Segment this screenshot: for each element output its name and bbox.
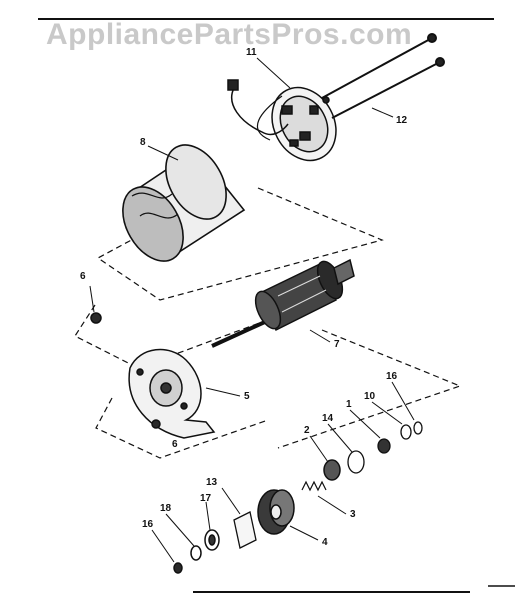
nut-part-16-lower — [173, 562, 183, 574]
callout-8: 8 — [140, 137, 146, 148]
nut-part-upper — [89, 285, 102, 324]
wire-lead-part — [227, 79, 289, 136]
through-bolts-part — [321, 33, 445, 119]
callout-17: 17 — [200, 493, 212, 504]
callout-14: 14 — [322, 413, 334, 424]
callout-3: 3 — [350, 509, 356, 520]
motor-housing-part — [122, 144, 246, 262]
callout-11: 11 — [246, 47, 257, 58]
nut-part-lower — [151, 419, 161, 429]
washer-part-18 — [190, 545, 202, 561]
spring-part — [301, 480, 327, 492]
callout-6-lower: 6 — [172, 439, 178, 450]
washer-part-16-upper — [413, 421, 423, 435]
callout-2: 2 — [304, 425, 310, 436]
callout-16-lower: 16 — [142, 519, 154, 530]
watermark-text: AppliancePartsPros.com — [46, 18, 413, 51]
armature-part — [211, 258, 355, 348]
callout-4: 4 — [322, 537, 328, 548]
brush-end-cap-part — [256, 86, 337, 162]
drive-end-plate-part — [128, 348, 216, 439]
callout-16-upper: 16 — [386, 371, 398, 382]
pinion-gear-part — [257, 489, 295, 535]
sleeve-part — [233, 511, 257, 549]
callout-12: 12 — [396, 115, 408, 126]
callout-10: 10 — [364, 391, 376, 402]
callout-1: 1 — [346, 399, 352, 410]
nut-part-1 — [377, 438, 391, 454]
callout-7: 7 — [334, 339, 340, 350]
washer-part-17 — [204, 529, 220, 551]
callout-5: 5 — [244, 391, 250, 402]
callout-6-upper: 6 — [80, 271, 86, 282]
washer-part-10 — [400, 424, 412, 440]
callout-18: 18 — [160, 503, 172, 514]
callout-13: 13 — [206, 477, 218, 488]
washer-part-14 — [347, 450, 365, 474]
callout-leader-lines — [147, 57, 415, 563]
collar-part-2 — [323, 459, 341, 481]
assembly-dashed-guides — [74, 187, 462, 459]
